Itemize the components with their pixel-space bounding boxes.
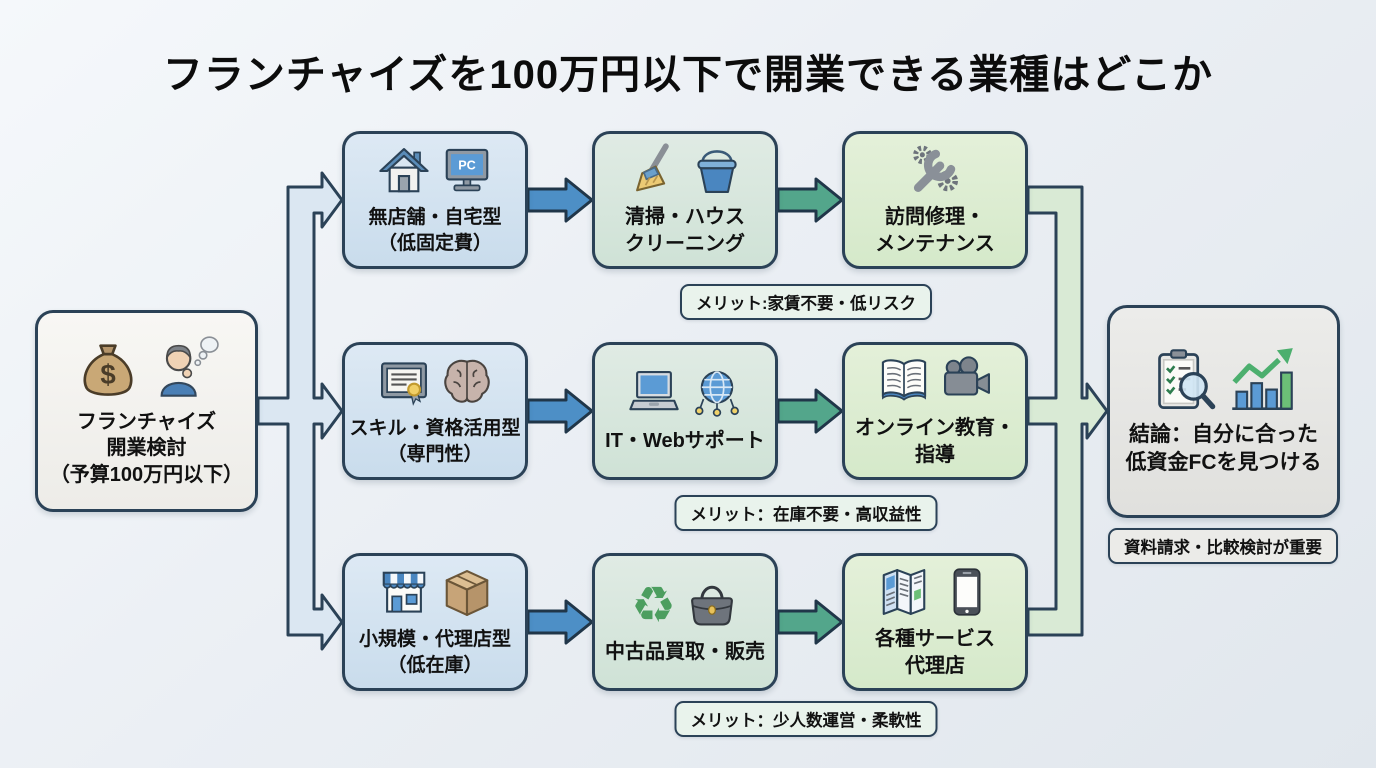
flow-arrow-blue-row1 (526, 177, 594, 223)
svg-text:PC: PC (458, 159, 476, 173)
broom-icon (635, 143, 669, 192)
certificate-icon (380, 362, 427, 407)
laptop-icon (628, 371, 679, 411)
node-start: $ フランチャイズ 開業検討 （予算100万円以下） (35, 310, 258, 512)
svg-text:$: $ (100, 359, 115, 390)
node-business-secondhand: ♻ 中古品買取・販売 (592, 553, 778, 691)
merit-label-row1: メリット:家賃不要・低リスク (680, 284, 932, 320)
globe-network-icon (694, 371, 739, 418)
growth-chart-icon (1232, 348, 1293, 411)
flow-arrow-green-row3 (776, 599, 844, 645)
flow-arrow-green-row1 (776, 177, 844, 223)
recycle-icon: ♻ (631, 577, 676, 634)
storefront-icon (382, 572, 425, 614)
pc-monitor-icon: PC (445, 149, 488, 192)
money-bag-icon: $ (83, 344, 133, 396)
flow-arrow-green-row2 (776, 388, 844, 434)
node-category-home-based: PC 無店舗・自宅型 （低固定費） (342, 131, 528, 269)
merit-label-row2: メリット：在庫不要・高収益性 (674, 495, 938, 531)
brochure-icon (882, 569, 925, 616)
node-service-repair: 訪問修理・ メンテナンス (842, 131, 1028, 269)
node-conclusion: 結論：自分に合った 低資金FCを見つける (1107, 305, 1340, 518)
node-start-label: フランチャイズ 開業検討 （予算100万円以下） (49, 410, 244, 486)
house-icon (378, 148, 429, 193)
handbag-icon (690, 586, 733, 626)
node-service-online-education: オンライン教育・ 指導 (842, 342, 1028, 480)
open-book-icon (881, 359, 926, 401)
bucket-icon (696, 150, 737, 194)
conclusion-note-label: 資料請求・比較検討が重要 (1108, 528, 1338, 564)
wrench-gears-icon (913, 145, 958, 193)
flow-arrow-blue-row3 (526, 599, 594, 645)
flow-arrow-blue-row2 (526, 388, 594, 434)
page-title: フランチャイズを100万円以下で開業できる業種はどこか (162, 53, 1214, 97)
node-business-it-web: IT・Webサポート (592, 342, 778, 480)
smartphone-icon (953, 568, 980, 616)
package-box-icon (445, 570, 488, 617)
brain-icon (443, 360, 490, 404)
node-service-agency: 各種サービス 代理店 (842, 553, 1028, 691)
merge-connector (1026, 185, 1109, 637)
thinking-person-icon (160, 336, 219, 397)
video-camera-icon (943, 356, 990, 396)
merit-label-row3: メリット：少人数運営・柔軟性 (674, 701, 938, 737)
node-category-skill-based: スキル・資格活用型 （専門性） (342, 342, 528, 480)
node-category-small-agency: 小規模・代理店型 （低在庫） (342, 553, 528, 691)
clipboard-magnifier-icon (1158, 349, 1216, 410)
node-business-cleaning: 清掃・ハウス クリーニング (592, 131, 778, 269)
branch-connector (256, 171, 344, 651)
